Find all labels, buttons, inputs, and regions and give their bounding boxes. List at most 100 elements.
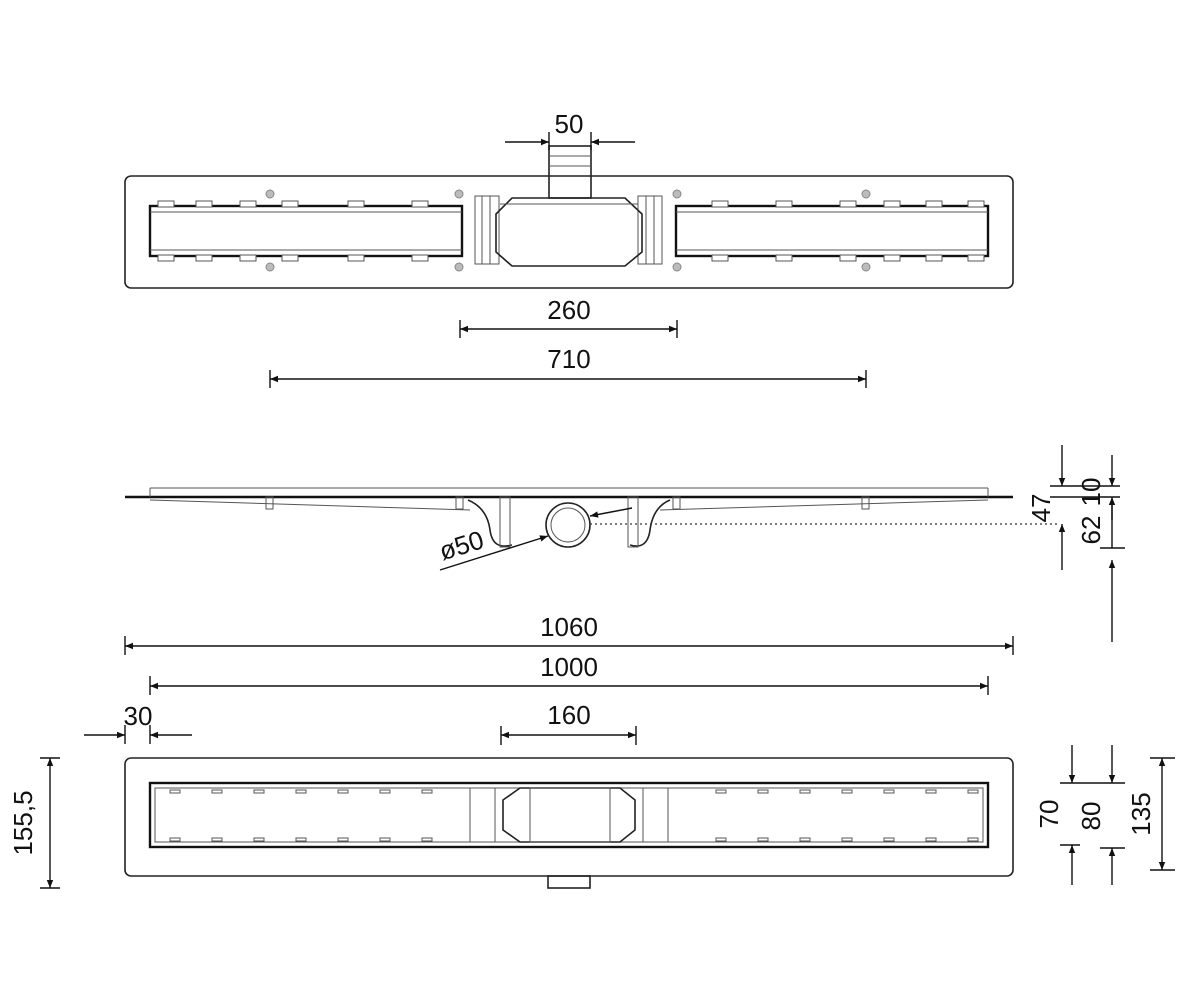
dim-label: 260 [547, 295, 590, 325]
slot [169, 789, 181, 794]
slot [711, 254, 729, 262]
slot [839, 254, 857, 262]
slot [347, 200, 365, 208]
slot [883, 789, 895, 794]
top-view-slots [157, 200, 985, 262]
dim-label: 1000 [540, 652, 598, 682]
dim-outlet-center-width: 160 [500, 700, 637, 745]
slot [295, 789, 307, 794]
slot [281, 254, 299, 262]
slot [715, 837, 727, 842]
top-view-frame [124, 175, 1014, 289]
dim-total-width: 155,5 [8, 757, 60, 889]
bottom-view-frame [124, 757, 1014, 877]
slot [239, 200, 257, 208]
slot [967, 837, 979, 842]
screw-icon [861, 189, 871, 199]
slot [379, 789, 391, 794]
bottom-view-drain-body [502, 787, 636, 843]
bottom-view [124, 757, 1014, 889]
slot [295, 837, 307, 842]
screw-icon [672, 189, 682, 199]
dim-label: 10 [1076, 478, 1106, 507]
slot [967, 789, 979, 794]
slot [421, 837, 433, 842]
slot [211, 837, 223, 842]
dim-label: 155,5 [8, 790, 38, 855]
screw-icon [454, 262, 464, 272]
slot [967, 254, 985, 262]
dim-side-heights: 47 10 62 [1026, 445, 1125, 642]
slot [799, 837, 811, 842]
slot [757, 789, 769, 794]
slot [347, 254, 365, 262]
top-view-screws [265, 189, 871, 272]
dim-label: 30 [124, 701, 153, 731]
dim-grate-length: 1000 [149, 652, 989, 695]
screw-icon [861, 262, 871, 272]
screw-icon [265, 262, 275, 272]
slot [195, 200, 213, 208]
top-view [124, 145, 1014, 289]
slot [799, 789, 811, 794]
slot [883, 837, 895, 842]
dim-label: 135 [1126, 792, 1156, 835]
dim-bottom-heights: 70 80 135 [1034, 745, 1175, 885]
top-view-drain-body [474, 195, 663, 267]
top-view-left-channel [148, 204, 464, 258]
outlet-pipe-section [545, 502, 591, 548]
dim-outlet-diameter: ø50 [436, 507, 633, 571]
slot [195, 254, 213, 262]
slot [757, 837, 769, 842]
bottom-view-outlet [547, 875, 591, 889]
slot [211, 789, 223, 794]
dim-edge-offset: 30 [84, 701, 192, 744]
dim-label: 70 [1034, 800, 1064, 829]
top-view-right-channel [674, 204, 990, 258]
dim-outlet-width: 50 [505, 109, 635, 150]
dim-screw-spacing-inner: 260 [459, 295, 678, 338]
slot [253, 789, 265, 794]
screw-icon [672, 262, 682, 272]
screw-icon [454, 189, 464, 199]
dim-label: 50 [555, 109, 584, 139]
slot [379, 837, 391, 842]
slot [711, 200, 729, 208]
slot [883, 200, 901, 208]
screw-icon [265, 189, 275, 199]
slot [337, 789, 349, 794]
dim-label: 160 [547, 700, 590, 730]
slot [925, 200, 943, 208]
slot [715, 789, 727, 794]
slot [337, 837, 349, 842]
slot [157, 254, 175, 262]
slot [775, 254, 793, 262]
slot [157, 200, 175, 208]
dim-label: 1060 [540, 612, 598, 642]
slot [839, 200, 857, 208]
dim-screw-spacing-outer: 710 [269, 344, 867, 388]
dim-label: 62 [1076, 516, 1106, 545]
dim-total-length: 1060 [124, 612, 1014, 655]
slot [841, 837, 853, 842]
slot [281, 200, 299, 208]
top-view-outlet-pipe [548, 145, 592, 199]
slot [239, 254, 257, 262]
slot [411, 200, 429, 208]
dim-label: 47 [1026, 494, 1056, 523]
slot [421, 789, 433, 794]
slot [411, 254, 429, 262]
slot [925, 789, 937, 794]
slot [967, 200, 985, 208]
dim-label: ø50 [436, 524, 488, 566]
slot [925, 837, 937, 842]
dim-label: 710 [547, 344, 590, 374]
slot [925, 254, 943, 262]
slot [775, 200, 793, 208]
bottom-view-slots [169, 789, 979, 842]
slot [841, 789, 853, 794]
dim-label: 80 [1076, 802, 1106, 831]
side-view [125, 487, 1013, 548]
slot [883, 254, 901, 262]
